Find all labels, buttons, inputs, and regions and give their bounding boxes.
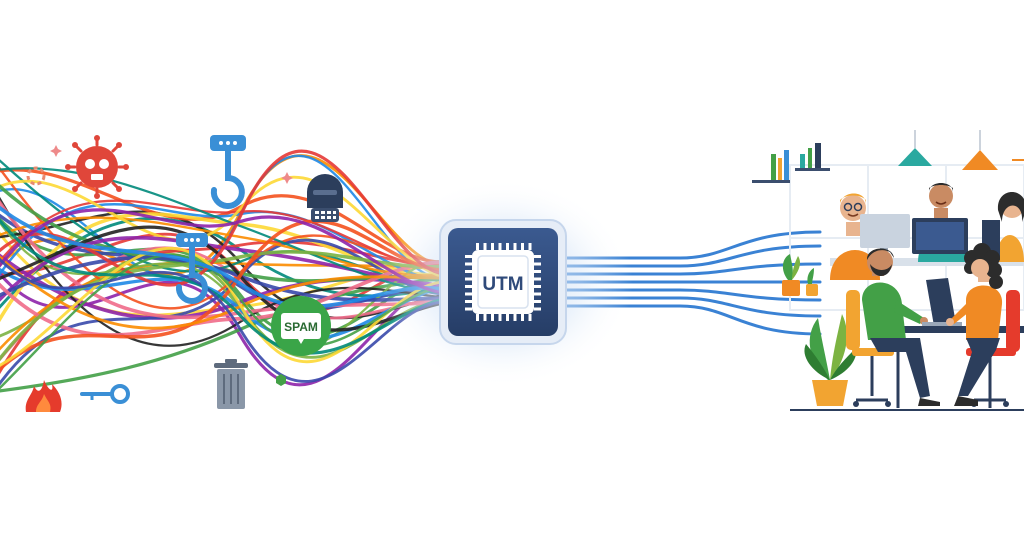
chip-pin	[465, 270, 472, 273]
pendant-lamp	[898, 130, 1024, 170]
chip-pin	[465, 277, 472, 281]
tangled-wire	[0, 218, 450, 355]
filtered-wire	[554, 296, 822, 318]
sparkle-icon	[50, 145, 293, 184]
chip-pin	[491, 314, 494, 321]
chip-pin	[534, 255, 541, 258]
chip-pin	[528, 314, 532, 321]
chip-pin	[534, 262, 541, 266]
processor-chip-icon	[472, 250, 534, 314]
office-scene	[752, 130, 1024, 411]
spam-badge-icon: SPAM	[271, 296, 331, 356]
filtered-wire	[554, 262, 822, 276]
chip-pin	[465, 307, 472, 311]
chip-pin	[465, 262, 472, 266]
virus-skull-icon	[65, 135, 129, 199]
potted-plant	[804, 314, 857, 406]
laptop	[922, 278, 962, 326]
potted-plant	[782, 254, 818, 296]
chip-pin	[476, 314, 479, 321]
phishing-hook-icon	[210, 135, 246, 209]
badge-icon	[276, 374, 286, 386]
chip-pin	[483, 314, 487, 321]
person-back-right	[996, 192, 1024, 262]
chip-pin	[476, 243, 479, 250]
chip-pin	[534, 300, 541, 303]
filtered-wire	[554, 304, 822, 336]
trash-can-icon	[214, 359, 248, 409]
filtered-wire	[554, 230, 822, 260]
chip-pin	[465, 292, 472, 296]
chip-pin	[521, 314, 524, 321]
spam-label: SPAM	[284, 320, 318, 334]
chip-pin	[498, 314, 502, 321]
person-front-left	[862, 248, 940, 406]
chip-pin	[521, 243, 524, 250]
chip-pin	[465, 255, 472, 258]
filtered-wire	[554, 288, 822, 302]
chip-pin	[491, 243, 494, 250]
chip-pin	[483, 243, 487, 250]
chip-pin	[513, 243, 517, 250]
chip-pin	[513, 314, 517, 321]
utm-chip: UTM	[439, 219, 567, 345]
person-front-right	[946, 243, 1003, 406]
phishing-hook-icon	[175, 233, 208, 304]
chip-pin	[506, 243, 509, 250]
chip-pin	[534, 307, 541, 311]
tangled-wire	[0, 257, 450, 383]
gear-icon	[26, 166, 46, 186]
chip-pin	[465, 285, 472, 288]
chip-pin	[534, 292, 541, 296]
chip-pin	[465, 300, 472, 303]
chip-pin	[506, 314, 509, 321]
chip-pin	[528, 243, 532, 250]
chip-pin	[534, 277, 541, 281]
filtered-wire	[554, 244, 822, 268]
chip-pin	[534, 285, 541, 288]
filtered-wires	[554, 230, 822, 336]
monitor	[912, 218, 968, 254]
chip-label: UTM	[482, 274, 523, 295]
chip-pin	[498, 243, 502, 250]
hacker-mask-icon	[307, 174, 343, 222]
chip-pin	[534, 270, 541, 273]
key-icon	[80, 384, 130, 404]
chip-pins	[465, 243, 541, 321]
fire-icon	[25, 380, 62, 412]
tangled-wire	[0, 176, 450, 280]
bookshelf	[752, 143, 830, 183]
